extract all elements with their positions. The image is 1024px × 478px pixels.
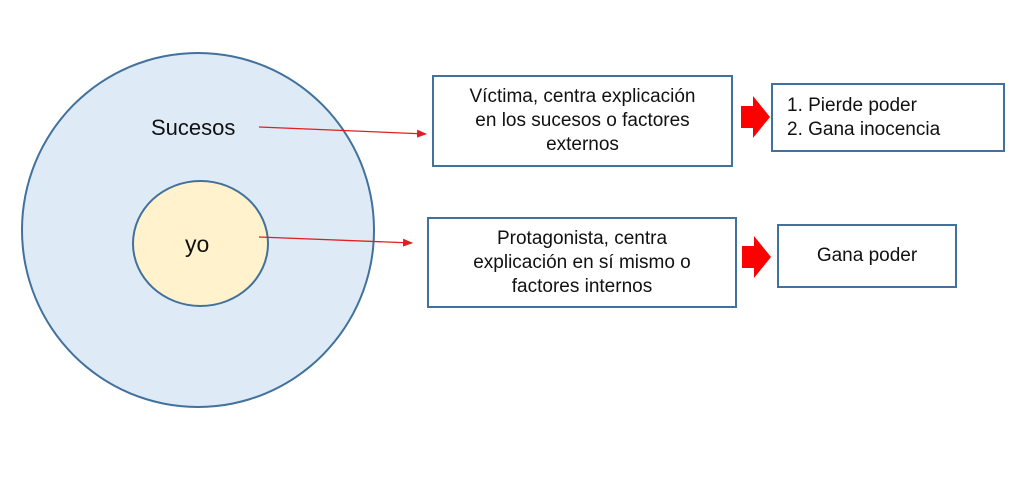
- protagonista-text-line: Protagonista, centra: [496, 227, 668, 249]
- victima-text-line: externos: [546, 134, 619, 155]
- protagonista-result-box: Gana poder: [777, 224, 957, 288]
- victima-text-line: en los sucesos o factores: [475, 110, 690, 131]
- protagonista-result-block-arrow: [742, 236, 771, 278]
- victima-result-list: 1. Pierde poder 2. Gana inocencia: [787, 94, 940, 142]
- protagonista-text-line: explicación en sí mismo o: [473, 251, 691, 273]
- victima-box: Víctima, centra explicación en los suces…: [432, 75, 733, 167]
- victima-text: Víctima, centra explicación en los suces…: [470, 85, 696, 157]
- result-item: 1. Pierde poder: [787, 94, 917, 116]
- victima-text-line: Víctima, centra explicación: [469, 86, 696, 107]
- victima-result-block-arrow: [741, 96, 770, 138]
- yo-to-protagonista-arrow: [258, 236, 413, 247]
- protagonista-result-text: Gana poder: [816, 245, 918, 266]
- protagonista-box: Protagonista, centra explicación en sí m…: [427, 217, 737, 308]
- protagonista-text: Protagonista, centra explicación en sí m…: [473, 227, 691, 299]
- result-item: 2. Gana inocencia: [787, 118, 941, 140]
- victima-result-box: 1. Pierde poder 2. Gana inocencia: [771, 83, 1005, 152]
- protagonista-text-line: factores internos: [511, 275, 653, 297]
- sucesos-to-victima-arrow: [258, 126, 427, 138]
- yo-circle: [132, 180, 269, 307]
- yo-label: yo: [185, 231, 210, 257]
- sucesos-label: Sucesos: [151, 115, 236, 140]
